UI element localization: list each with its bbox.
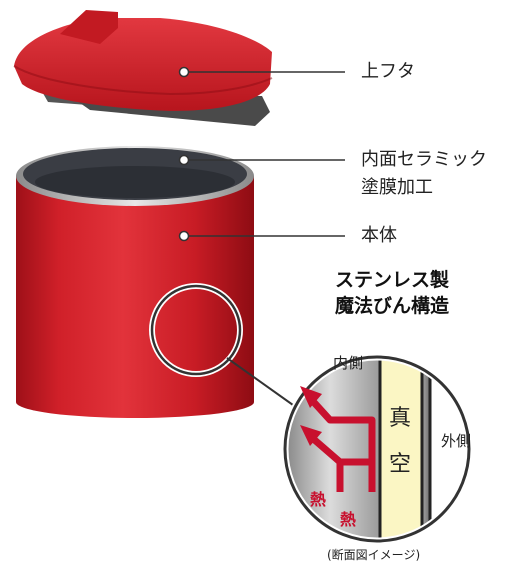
- lid-handle: [60, 10, 118, 44]
- vacuum-char-1: 真: [389, 406, 412, 431]
- heat-arrow-head-1: [300, 386, 322, 408]
- heat-label-2: 熱: [340, 510, 357, 529]
- zoom-border: [283, 355, 471, 543]
- lid-label: 上フタ: [361, 61, 415, 82]
- zoom-focus-outline: [150, 284, 242, 376]
- inner-shadow: [35, 166, 235, 198]
- lid-top: [14, 18, 272, 111]
- inner-coating-label-line2: 塗膜加工: [361, 177, 433, 198]
- structure-title-line2: 魔法びん構造: [334, 295, 449, 317]
- inner-coating-label-line1: 内面セラミック: [361, 149, 487, 170]
- heat-arrows: [307, 395, 376, 492]
- vacuum-char-2: 空: [389, 452, 412, 477]
- heat-arrow-head-2: [300, 425, 322, 446]
- cross-section-caption: (断面図イメージ): [327, 548, 421, 562]
- lid-edge: [13, 65, 273, 96]
- body-illustration: [16, 146, 254, 418]
- outer-wall: [422, 357, 430, 541]
- inner-side-label: 内側: [333, 354, 364, 372]
- heat-label-1: 熱: [310, 490, 327, 509]
- body-bottom: [16, 386, 254, 418]
- structure-title-line1: ステンレス製: [334, 269, 449, 291]
- vacuum-layer: [380, 357, 422, 541]
- outer-side-label: 外側: [441, 432, 472, 450]
- leader-lines: [178, 66, 345, 411]
- lid-illustration: [13, 10, 273, 126]
- body-label: 本体: [361, 225, 397, 246]
